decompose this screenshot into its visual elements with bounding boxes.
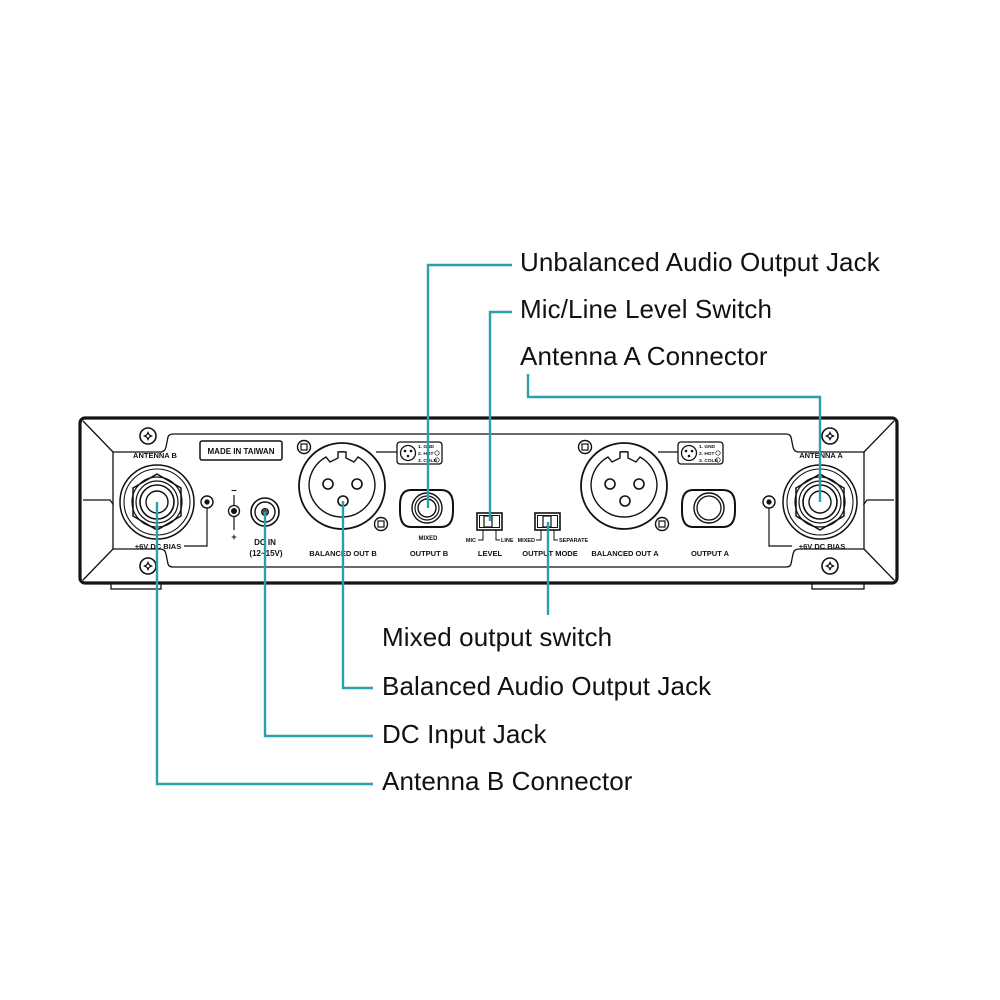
mode-switch-separate: SEPARATE <box>559 538 588 544</box>
screw-icon <box>139 427 157 445</box>
xlr-pin-icon <box>399 444 417 462</box>
callout-mixed-switch: Mixed output switch <box>382 622 613 652</box>
dc-polarity-symbol: – + <box>227 485 241 542</box>
callout-unbalanced-output: Unbalanced Audio Output Jack <box>520 247 880 277</box>
screw-icon <box>373 516 389 532</box>
leader-dc-input <box>263 512 373 738</box>
svg-text:3. COLD: 3. COLD <box>699 458 718 464</box>
svg-text:–: – <box>231 485 237 496</box>
leader-unbalanced-output <box>426 263 512 508</box>
callout-level-switch: Mic/Line Level Switch <box>520 294 773 324</box>
xlr-pin-icon <box>680 444 698 462</box>
callout-dc-input: DC Input Jack <box>382 719 547 749</box>
mode-switch-mixed: MIXED <box>518 538 535 544</box>
balanced-out-a-label: BALANCED OUT A <box>591 549 659 558</box>
antenna-a-bias-label: +6V DC BIAS <box>799 542 845 551</box>
leader-antenna-b <box>155 502 373 786</box>
leader-antenna-a <box>526 374 822 502</box>
level-switch-mic: MIC <box>466 538 476 544</box>
output-a-jack[interactable]: OUTPUT A <box>681 489 736 558</box>
screw-icon <box>296 439 312 455</box>
callout-antenna-a: Antenna A Connector <box>520 341 768 371</box>
made-in-taiwan-badge: MADE IN TAIWAN <box>199 440 283 461</box>
balanced-out-a-jack[interactable]: BALANCED OUT A <box>577 439 670 559</box>
output-b-jack[interactable]: MIXED OUTPUT B <box>399 489 454 558</box>
callout-antenna-b: Antenna B Connector <box>382 766 633 796</box>
screw-icon <box>577 439 593 455</box>
leader-level-switch <box>488 310 512 521</box>
antenna-a-label: ANTENNA A <box>799 451 843 460</box>
leader-lines <box>155 263 822 786</box>
screw-icon <box>821 557 839 575</box>
output-b-sub-label: MIXED <box>418 536 438 542</box>
level-switch-line: LINE <box>501 538 514 544</box>
right-bevel <box>863 420 895 581</box>
level-switch[interactable]: MIC LINE LEVEL <box>466 512 514 558</box>
callout-balanced-output: Balanced Audio Output Jack <box>382 671 712 701</box>
leader-balanced-output <box>341 501 373 690</box>
screw-icon <box>654 516 670 532</box>
svg-text:1. GND: 1. GND <box>699 444 716 450</box>
svg-text:1. GND: 1. GND <box>418 444 435 450</box>
screw-icon <box>139 557 157 575</box>
svg-text:2. HOT: 2. HOT <box>418 451 434 457</box>
output-b-label: OUTPUT B <box>410 549 449 558</box>
antenna-b-label: ANTENNA B <box>133 451 177 460</box>
left-bevel <box>82 420 114 581</box>
output-mode-label: OUTPUT MODE <box>522 549 577 558</box>
inner-panel-outline <box>113 433 864 568</box>
made-in-label: MADE IN TAIWAN <box>208 447 275 456</box>
svg-text:2. HOT: 2. HOT <box>699 451 715 457</box>
level-label: LEVEL <box>478 549 503 558</box>
output-mode-switch[interactable]: MIXED SEPARATE OUTPUT MODE <box>518 512 589 558</box>
svg-text:+: + <box>231 532 236 542</box>
screw-icon <box>821 427 839 445</box>
output-a-label: OUTPUT A <box>691 549 730 558</box>
pinout-a: 1. GND 2. HOT 3. COLD <box>658 441 724 465</box>
